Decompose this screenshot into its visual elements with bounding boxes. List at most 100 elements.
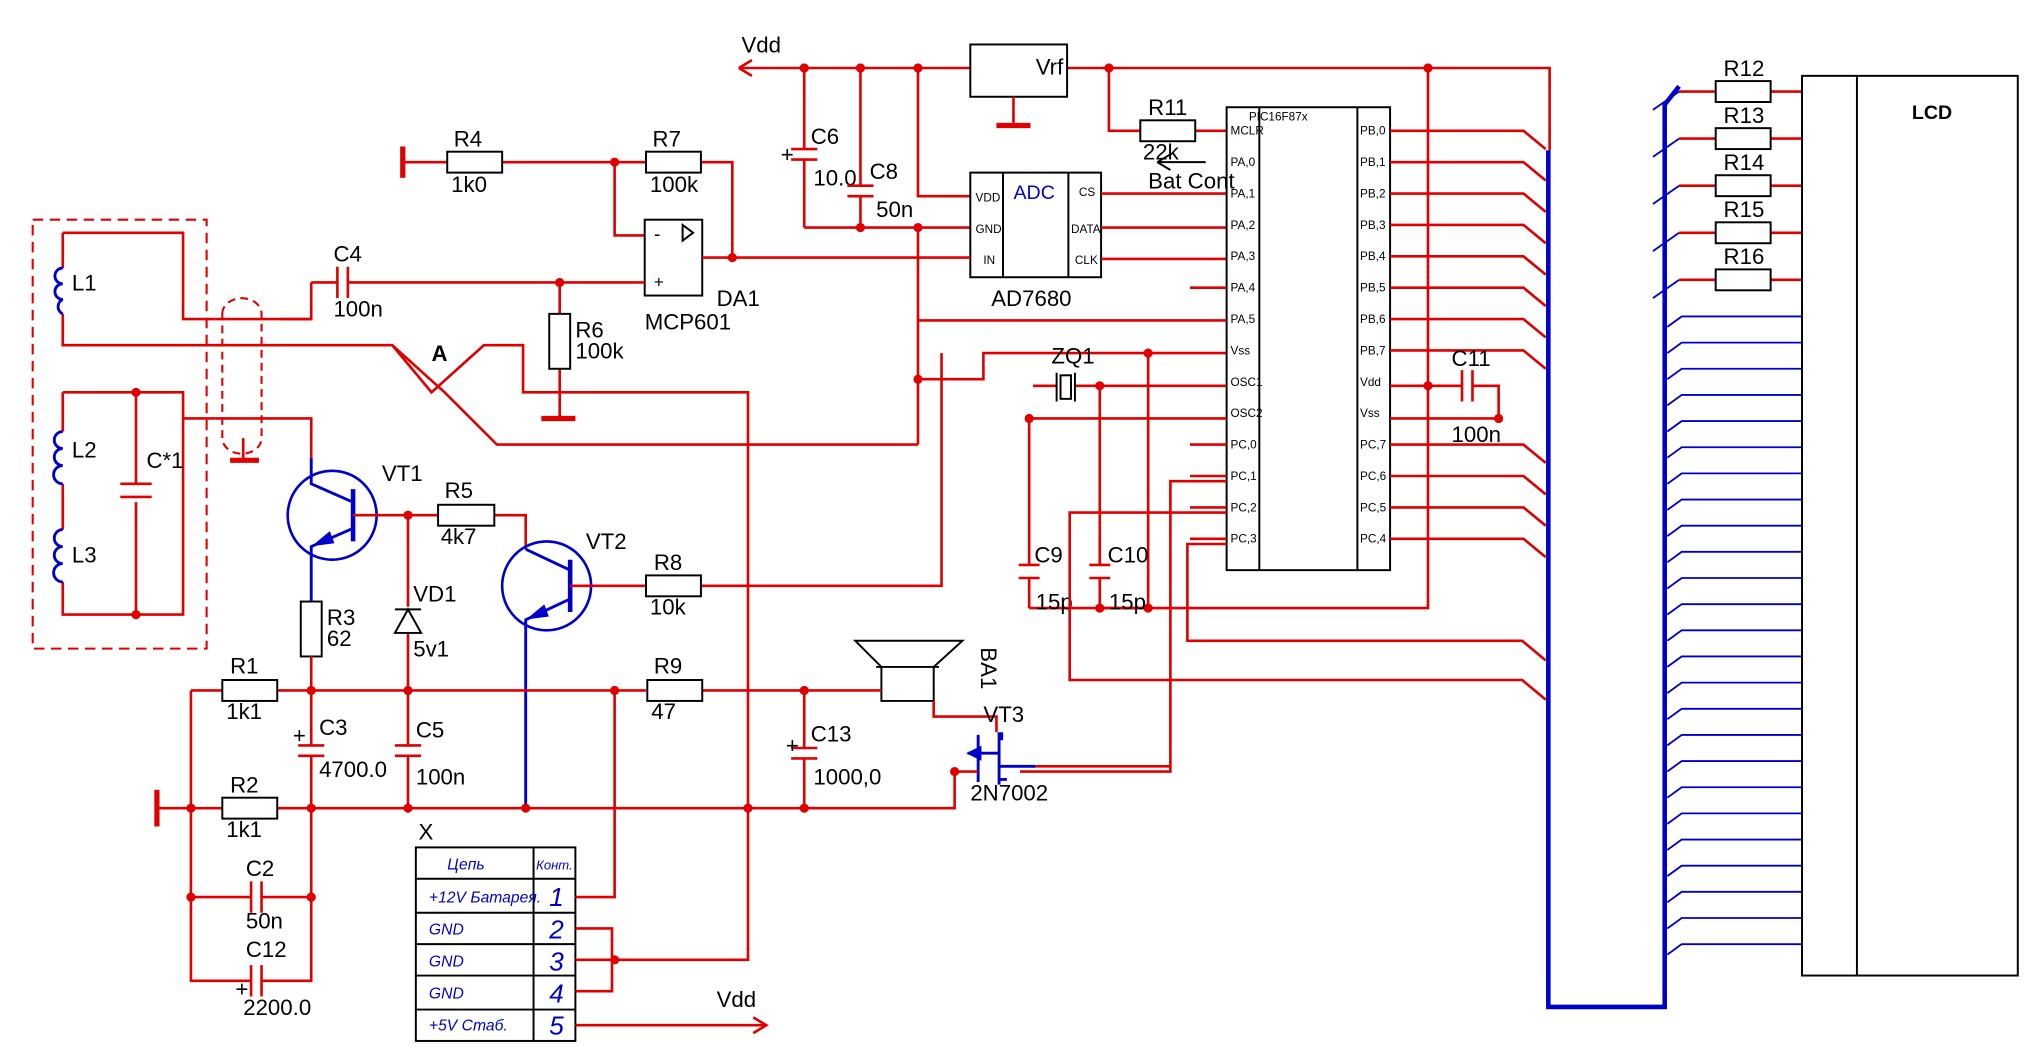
mcu-pin-right: PB,5 [1360,282,1386,295]
svg-text:ADC: ADC [1013,182,1054,204]
mcu-pin-left: PC,2 [1231,501,1257,514]
mcu-pin-right: Vss [1360,407,1380,420]
svg-text:ZQ1: ZQ1 [1051,344,1094,369]
svg-text:50n: 50n [876,197,913,222]
connector-row-pin: 3 [549,946,564,976]
connector-row-pin: 1 [549,882,564,912]
svg-text:DATA: DATA [1071,223,1101,236]
svg-text:47: 47 [651,699,676,724]
svg-text:R1: R1 [230,653,258,678]
svg-text:+: + [654,273,664,292]
lcd-resistor-label: R15 [1724,197,1765,222]
capacitor-c6: + C6 10.0 [781,68,857,228]
crystal-zq1: ZQ1 C9 15p C10 15p [1018,344,1227,614]
zener-vd1: VD1 5v1 [393,515,456,691]
svg-text:4k7: 4k7 [441,524,477,549]
mcu-pin-left: MCLR [1231,125,1264,138]
lcd-resistor-label: R16 [1724,244,1765,269]
connector-row-pin: 5 [549,1010,564,1040]
svg-text:10k: 10k [650,595,687,620]
svg-text:R2: R2 [230,772,258,797]
svg-text:AD7680: AD7680 [991,286,1071,311]
mcu-pin-right: PC,6 [1360,470,1387,483]
svg-text:L1: L1 [72,270,97,295]
svg-text:+: + [235,976,248,1001]
svg-text:CS: CS [1079,186,1095,199]
mcu-pin-right: PB,6 [1360,313,1386,326]
resistor-r5: R5 4k7 [403,478,528,550]
speaker-ba1: BA1 [852,639,1001,733]
connector-row-name: GND [429,953,464,970]
svg-text:PIC16F87x: PIC16F87x [1249,110,1308,123]
vrf-label: Vrf [1036,55,1064,80]
svg-text:R4: R4 [454,126,482,151]
capacitor-c3: + C3 4700.0 [293,690,387,809]
svg-text:Bat Cont: Bat Cont [1148,168,1235,193]
svg-text:1k1: 1k1 [226,699,262,724]
mcu-pin-right: PB,4 [1360,250,1386,263]
svg-text:MCP601: MCP601 [645,310,731,335]
mcu-pin-left: OSC1 [1231,376,1263,389]
svg-text:C9: C9 [1034,542,1062,567]
resistor-r4: R4 1k0 [400,126,615,197]
connector-row-pin: 2 [548,914,564,944]
mcu-pin-right: PB,0 [1360,125,1386,138]
mcu-pin-left: Vss [1231,344,1251,357]
svg-text:15p: 15p [1036,589,1073,614]
svg-text:R7: R7 [653,126,681,151]
svg-text:100k: 100k [650,172,699,197]
resistor-r9: R9 47 [646,653,704,724]
svg-text:C12: C12 [246,937,287,962]
resistor-r7: R7 100k [610,126,734,258]
svg-text:VDD: VDD [976,191,1001,204]
lcd-module: LCD [1801,74,2019,977]
connector-row-name: GND [429,985,464,1002]
svg-text:+: + [781,142,794,167]
mcu-pin-left: PC,0 [1231,439,1258,452]
mcu-pin-right: PC,4 [1360,533,1387,546]
svg-text:+: + [786,733,799,758]
lcd-resistor-label: R13 [1724,103,1765,128]
svg-text:VD1: VD1 [413,582,456,607]
svg-text:2N7002: 2N7002 [970,780,1048,805]
svg-text:BA1: BA1 [976,647,1001,689]
mcu-pic16f87x: PIC16F87x MCLRPA,0PA,1PA,2PA,3PA,4PA,5Vs… [918,106,1547,572]
svg-text:-: - [654,224,661,246]
svg-text:100n: 100n [1452,422,1501,447]
svg-text:C6: C6 [811,124,839,149]
adc-ad7680: ADC VDD GND IN CS DATA CLK AD7680 [969,171,1227,311]
mcu-pin-right: PB,7 [1360,344,1385,357]
mcu-pin-left: PA,0 [1231,156,1256,169]
ground-rail: R2 1k1 [154,771,956,842]
svg-text:R3: R3 [327,605,355,630]
svg-text:+: + [293,723,306,748]
capacitor-c13: + C13 1000,0 [786,690,881,809]
svg-text:2200.0: 2200.0 [243,995,311,1020]
capacitor-c5: C5 100n [394,690,465,809]
svg-text:C10: C10 [1108,542,1149,567]
mcu-pin-left: PA,1 [1231,187,1256,200]
mcu-pin-left: PA,3 [1231,250,1256,263]
svg-text:1000,0: 1000,0 [813,765,881,790]
lcd-resistor-label: R14 [1724,150,1765,175]
mcu-pin-right: PC,5 [1360,501,1387,514]
svg-text:GND: GND [976,223,1002,236]
lcd-resistor-label: R12 [1724,56,1765,81]
svg-text:CLK: CLK [1075,254,1098,267]
svg-text:VT3: VT3 [983,702,1024,727]
svg-text:15p: 15p [1109,589,1146,614]
svg-text:L3: L3 [72,542,97,567]
capacitor-c11: C11 100n [1098,68,1504,610]
mcu-pin-left: PC,3 [1231,533,1258,546]
capacitor-c4: C4 100n [281,242,645,321]
mcu-pin-left: PC,1 [1231,470,1257,483]
svg-text:R5: R5 [445,478,473,503]
vdd-top-label: Vdd [741,32,781,57]
mcu-pin-right: PB,1 [1360,156,1385,169]
svg-text:1k0: 1k0 [451,172,487,197]
sensor-coils: L1 L2 L3 C*1 A [31,218,919,811]
connector-row-name: GND [429,921,464,938]
